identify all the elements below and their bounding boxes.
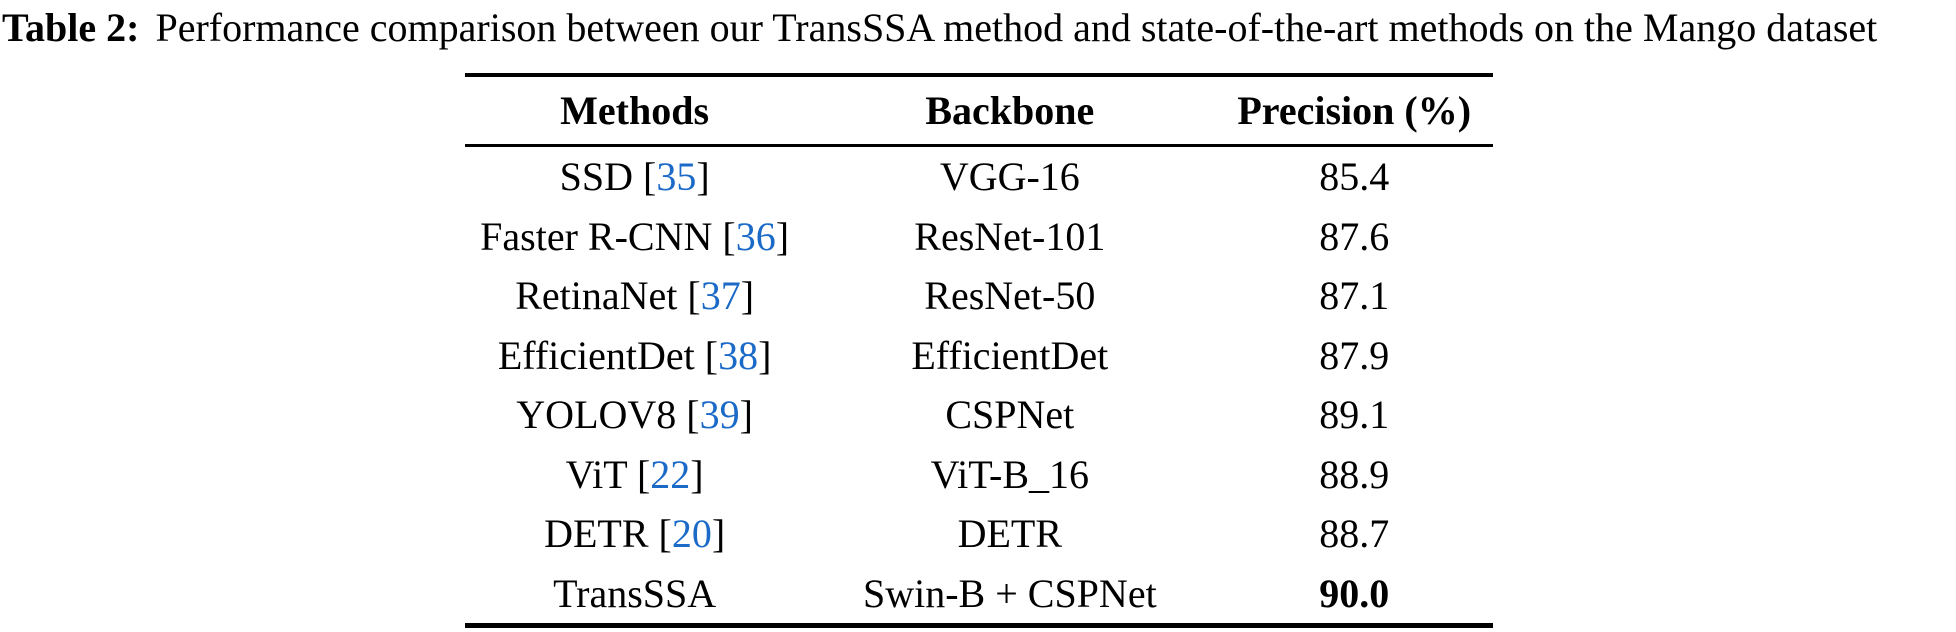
precision-cell: 87.1 [1319,273,1390,319]
citation-bracket-close: ] [758,332,772,378]
citation-bracket-open: [ [676,392,700,438]
col-header-backbone: Backbone [804,75,1216,147]
method-cell: RetinaNet [37] [465,266,804,326]
table-row: Faster R-CNN [36] ResNet-101 87.6 [465,207,1493,267]
precision-cell: 88.7 [1319,511,1390,557]
citation-link[interactable]: 20 [671,511,712,557]
precision-cell: 87.6 [1319,213,1390,259]
citation-bracket-close: ] [696,154,710,200]
backbone-cell: ResNet-101 [914,213,1106,259]
col-header-methods: Methods [465,75,805,147]
citation-link[interactable]: 22 [650,451,691,497]
citation-link[interactable]: 37 [700,273,741,319]
method-name: RetinaNet [515,273,678,319]
col-header-precision: Precision (%) [1215,75,1493,147]
backbone-cell: CSPNet [945,392,1075,438]
header-row: Methods Backbone Precision (%) [465,75,1493,147]
table-row: EfficientDet [38] EfficientDet 87.9 [465,326,1493,386]
backbone-cell: ResNet-50 [924,273,1096,319]
citation-bracket-close: ] [690,451,704,497]
precision-cell: 87.9 [1319,332,1390,378]
backbone-cell: ViT-B_16 [930,451,1089,497]
results-table: Methods Backbone Precision (%) SSD [35] … [465,73,1493,628]
method-cell: Faster R-CNN [36] [465,207,804,267]
method-cell: TransSSA [465,564,804,626]
precision-cell: 88.9 [1319,451,1390,497]
citation-bracket-close: ] [775,213,790,259]
table-row: RetinaNet [37] ResNet-50 87.1 [465,266,1493,326]
table-caption: Table 2: Performance comparison between o… [2,4,1956,52]
table-row: SSD [35] VGG-16 85.4 [465,146,1493,207]
citation-bracket-close: ] [711,511,726,557]
table-row: DETR [20] DETR 88.7 [465,504,1493,564]
citation-bracket-open: [ [626,451,651,497]
table-row: YOLOV8 [39] CSPNet 89.1 [465,385,1493,445]
method-cell: SSD [35] [465,146,804,207]
precision-cell: 90.0 [1319,570,1390,616]
citation-link[interactable]: 36 [735,213,776,259]
citation-bracket-open: [ [632,154,657,200]
method-name: ViT [565,451,627,497]
precision-cell: 85.4 [1319,154,1390,200]
caption-label: Table 2: [2,5,140,50]
method-cell: ViT [22] [465,445,804,505]
citation-bracket-open: [ [677,273,701,319]
backbone-cell: DETR [957,511,1063,557]
method-cell: EfficientDet [38] [465,326,804,386]
caption-text: Performance comparison between our Trans… [155,5,1878,50]
method-cell: YOLOV8 [39] [465,385,804,445]
method-name: EfficientDet [497,332,695,378]
backbone-cell: VGG-16 [939,154,1080,200]
citation-link[interactable]: 38 [718,332,759,378]
citation-link[interactable]: 35 [656,154,697,200]
method-name: DETR [544,511,649,557]
citation-link[interactable]: 39 [699,392,740,438]
method-name: YOLOV8 [516,392,677,438]
backbone-cell: Swin-B + CSPNet [862,570,1157,616]
citation-bracket-open: [ [712,213,736,259]
citation-bracket-close: ] [740,273,755,319]
citation-bracket-open: [ [694,332,719,378]
table-row: TransSSA Swin-B + CSPNet 90.0 [465,564,1493,626]
method-name: TransSSA [553,570,717,616]
table-row: ViT [22] ViT-B_16 88.9 [465,445,1493,505]
citation-bracket-open: [ [648,511,672,557]
method-name: SSD [559,154,633,200]
backbone-cell: EfficientDet [911,332,1109,378]
precision-cell: 89.1 [1319,392,1390,438]
method-cell: DETR [20] [465,504,804,564]
method-name: Faster R-CNN [480,213,713,259]
citation-bracket-close: ] [739,392,753,438]
